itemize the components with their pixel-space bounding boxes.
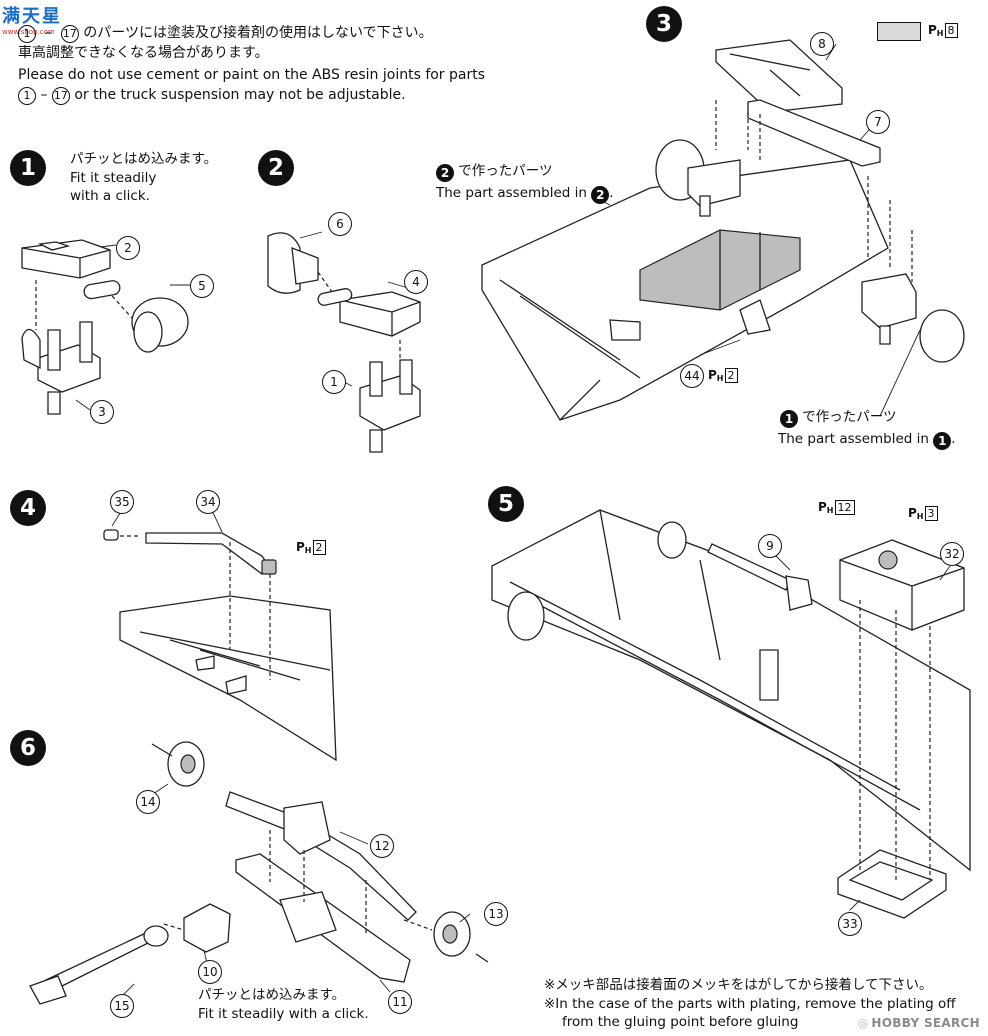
intro-en-line2: 1 – 17 or the truck suspension may not b… — [18, 86, 406, 105]
step2-callout-part6: 6 — [328, 212, 352, 236]
plating-note-jp: ※メッキ部品は接着面のメッキをはがしてから接着して下さい。 — [544, 977, 933, 993]
step2-callout-part4: 4 — [404, 270, 428, 294]
step2-part4-drawing — [317, 288, 420, 336]
step3-part8-drawing — [716, 40, 842, 112]
step6-callout-part13: 13 — [484, 902, 508, 926]
step1-en-note2: with a click. — [70, 188, 150, 204]
step4-part34-drawing — [146, 533, 276, 574]
step3-part7-drawing — [748, 100, 880, 166]
step2-part1-drawing — [360, 360, 420, 452]
step3-assy1-drawing — [862, 274, 964, 362]
plating-note-en2: from the gluing point before gluing — [562, 1014, 799, 1030]
step3-ref-step1-jp: 1 — [780, 410, 798, 428]
step1-part3-drawing — [22, 322, 100, 414]
step4-callout-part35: 35 — [110, 490, 134, 514]
step6-part13-drawing — [434, 912, 470, 956]
step3-callout-part8: 8 — [810, 32, 834, 56]
step5-callout-part9: 9 — [758, 534, 782, 558]
step3-chassis-drawing — [482, 160, 888, 420]
step3-ref-step2-jp: 2 — [436, 164, 454, 182]
step1-callout-part3: 3 — [90, 400, 114, 424]
step3-callout-part44: 44 — [680, 364, 704, 388]
step-4-badge: 4 — [10, 490, 46, 526]
step6-part14-drawing — [168, 742, 204, 786]
step1-callout-part5: 5 — [190, 274, 214, 298]
step3-ref-step2-en: 2 — [591, 186, 610, 204]
step-6-badge: 6 — [10, 730, 46, 766]
step6-callout-part12: 12 — [370, 834, 394, 858]
step3-ref-step1-en: 1 — [933, 432, 952, 450]
step6-callout-part10: 10 — [198, 960, 222, 984]
step1-part2-drawing — [22, 240, 110, 278]
step6-part11-drawing — [236, 854, 410, 982]
step4-callout-part34: 34 — [196, 490, 220, 514]
intro-en-dash: – — [40, 87, 48, 103]
step5-frame-drawing — [492, 510, 970, 870]
step6-en-note: Fit it steadily with a click. — [198, 1006, 369, 1022]
step3-assy2-drawing — [656, 140, 740, 216]
intro-jp-text1: のパーツには塗装及び接着剤の使用はしないで下さい。 — [83, 25, 433, 41]
ref-part-17b: 17 — [51, 87, 70, 105]
step-5-badge: 5 — [488, 486, 524, 522]
intro-jp-line2: 車高調整できなくなる場合があります。 — [18, 45, 269, 61]
step6-callout-part11: 11 — [388, 990, 412, 1014]
ref-part-1b: 1 — [18, 87, 36, 105]
step1-en-note1: Fit it steadily — [70, 170, 157, 186]
step3-from-step2-en: The part assembled in 2. — [436, 185, 614, 204]
paint-swatch — [877, 22, 921, 41]
step6-callout-part14: 14 — [136, 790, 160, 814]
step6-part10-drawing — [184, 904, 230, 952]
step3-callout-part7: 7 — [866, 110, 890, 134]
step6-part15-drawing — [30, 926, 168, 1004]
step-1-badge: 1 — [10, 150, 46, 186]
step-3-badge: 3 — [646, 6, 682, 42]
plating-note-en1: ※In the case of the parts with plating, … — [544, 996, 956, 1012]
watermark: ◎HOBBY SEARCH — [857, 1016, 980, 1030]
step1-callout-part2: 2 — [116, 236, 140, 260]
step1-jp-note: パチッとはめ込みます。 — [70, 151, 218, 167]
intro-en-line1: Please do not use cement or paint on the… — [18, 67, 486, 83]
step5-part32-drawing — [840, 540, 964, 630]
step1-part5-drawing — [83, 280, 188, 352]
step5-part33-drawing — [838, 850, 946, 918]
step3-from-step2-jp: 2 で作ったパーツ — [436, 162, 553, 182]
step2-callout-part1: 1 — [322, 370, 346, 394]
step2-part6-drawing — [268, 233, 318, 293]
step6-callout-part15: 15 — [110, 994, 134, 1018]
step-2-badge: 2 — [258, 150, 294, 186]
step3-from-step1-jp: 1 で作ったパーツ — [780, 408, 897, 428]
step3-from-step1-en: The part assembled in 1. — [778, 431, 956, 450]
step6-part12-drawing — [226, 792, 416, 920]
step5-callout-part33: 33 — [838, 912, 862, 936]
step4-part35-drawing — [104, 530, 118, 540]
step6-jp-note: パチッとはめ込みます。 — [198, 987, 346, 1003]
step5-part9-drawing — [708, 544, 812, 610]
watermark-mark-icon: ◎ — [857, 1016, 869, 1030]
ref-part-17: 17 — [60, 25, 79, 43]
intro-jp-line1: 1 – 17 のパーツには塗装及び接着剤の使用はしないで下さい。 — [18, 24, 433, 43]
step4-frame-drawing — [120, 596, 336, 760]
ref-part-1: 1 — [18, 25, 36, 43]
intro-en-text2: or the truck suspension may not be adjus… — [74, 87, 406, 103]
step5-callout-part32: 32 — [940, 542, 964, 566]
logo-chinese-text: 满天星 — [2, 6, 62, 27]
